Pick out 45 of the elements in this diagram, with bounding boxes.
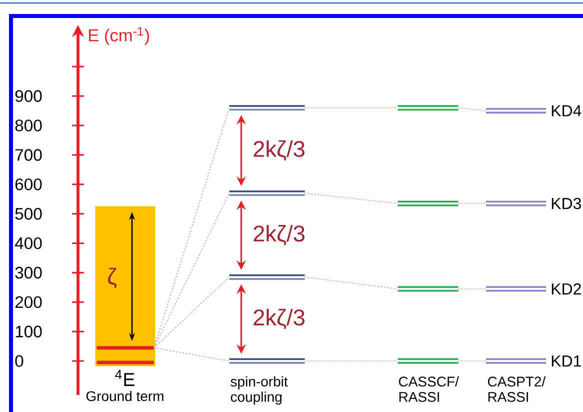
connector-line	[458, 288, 486, 290]
energy-level	[398, 286, 458, 292]
edge-label: 2kζ/3	[251, 308, 307, 331]
term-box: ζ	[95, 206, 156, 366]
tick-label: 700	[15, 149, 42, 161]
tick-label: 300	[15, 266, 42, 279]
energy-level	[96, 346, 154, 350]
energy-level	[229, 358, 305, 364]
term-caption: $^{4}$E	[115, 370, 134, 386]
connector-line	[458, 107, 486, 112]
connector-line	[304, 107, 398, 108]
energy-level: KD1	[486, 356, 581, 366]
energy-level: KD3	[486, 198, 582, 210]
energy-level: KD4	[486, 105, 582, 116]
edge-label: 2kζ/3	[251, 139, 307, 162]
connector-line	[458, 360, 486, 362]
energy-level	[96, 360, 154, 364]
column-caption: CASSCF/ RASSI	[398, 376, 459, 402]
tick-label: 400	[14, 237, 42, 250]
connector-line	[154, 192, 230, 348]
energy-level: KD2	[486, 283, 581, 294]
column-caption: CASPT2/ RASSI	[488, 376, 546, 402]
edge-label: 2kζ/3	[251, 224, 307, 247]
tick-label: 100	[16, 326, 42, 338]
connector-line	[304, 276, 398, 290]
connector-line	[458, 202, 486, 204]
term-caption: Ground term	[86, 390, 164, 402]
tick-label: 500	[15, 208, 42, 220]
axis-label: E (cm$^{-1}$)	[89, 27, 150, 45]
connector-line	[154, 347, 230, 362]
energy-level	[229, 105, 305, 111]
tick-label: 0	[15, 355, 24, 367]
tick-label: 900	[15, 90, 42, 102]
energy-level	[229, 190, 305, 196]
tick-label: 200	[15, 296, 42, 308]
connector-line	[304, 192, 398, 204]
column-caption: spin-orbit coupling	[230, 376, 288, 405]
energy-level	[398, 200, 458, 206]
energy-level	[398, 358, 458, 364]
tick-label: 600	[15, 178, 42, 190]
connector-line	[154, 276, 230, 348]
connector-line	[304, 360, 398, 362]
tick-label: 800	[15, 120, 42, 132]
energy-level	[229, 274, 305, 280]
energy-level	[398, 105, 458, 111]
